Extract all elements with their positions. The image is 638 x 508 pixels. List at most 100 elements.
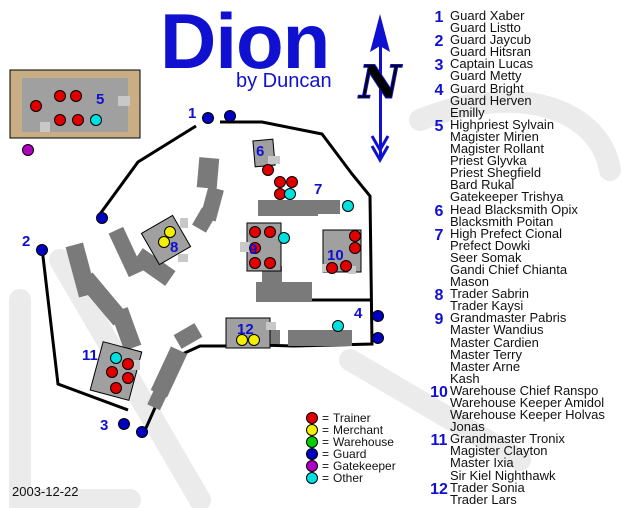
map-date: 2003-12-22 [12,484,79,499]
key-dot-icon [306,448,318,460]
npc-name: Priest Shegfield [450,165,542,181]
trainer-marker [249,242,261,254]
map-label-12: 12 [237,321,254,338]
npc-group-number: 5 [434,117,444,135]
npc-name: Guard Listto [450,20,521,36]
npc-name: Prefect Dowki [450,237,531,253]
trainer-marker [30,100,42,112]
trainer-marker [349,242,361,254]
npc-name: Head Blacksmith Opix [450,201,578,217]
map-label-11: 11 [82,347,98,364]
npc-group-number: 3 [434,57,444,75]
npc-name: Master Ixia [450,455,514,471]
key-dot-icon [306,436,318,448]
npc-name: Master Wandius [450,322,544,338]
npc-group-number: 10 [430,383,448,401]
npc-name: High Prefect Cional [450,225,562,241]
key-equals: = [322,447,330,461]
npc-name: Master Cardien [450,334,539,350]
npc-name: Highpriest Sylvain [450,116,555,132]
key-row: =Other [306,471,396,485]
key-equals: = [322,471,330,485]
other-marker [342,200,354,212]
gatekeeper-marker [22,144,34,156]
map-byline: by Duncan [236,70,332,92]
npc-name: Gandi Chief Chianta [450,261,568,277]
guard-marker [96,212,108,224]
npc-name: Master Arne [450,358,521,374]
trainer-marker [274,188,286,200]
key-dot-icon [306,472,318,484]
npc-name: Grandmaster Pabris [450,310,567,326]
map-label-6: 6 [256,143,264,160]
npc-name: Captain Lucas [450,56,534,72]
compass-letter: N [357,55,403,109]
trainer-marker [72,114,84,126]
key-label: Merchant [333,423,384,437]
npc-name: Blacksmith Poitan [450,213,554,229]
trainer-marker [122,372,134,384]
npc-name: Guard Jaycub [450,32,531,48]
trainer-marker [110,382,122,394]
npc-group-number: 2 [434,33,444,51]
trainer-marker [349,230,361,242]
buildings [65,157,352,411]
map-label-9: 9 [249,241,257,258]
npc-name: Guard Hitsran [450,44,531,60]
npc-name: Master Terry [450,346,522,362]
npc-name: Magister Mirien [450,128,539,144]
trainer-marker [54,90,66,102]
npc-name: Bard Rukal [450,177,515,193]
key-label: Warehouse [333,435,394,449]
npc-group-number: 12 [430,480,448,498]
npc-group-number: 11 [430,432,448,450]
npc-name: Magister Clayton [450,443,548,459]
npc-name: Guard Bright [450,80,524,96]
key-equals: = [322,459,330,473]
marker-key: =Trainer=Merchant=Warehouse=Guard=Gateke… [306,411,396,485]
merchant-marker [158,236,170,248]
key-row: =Trainer [306,411,396,425]
key-label: Other [333,471,364,485]
trainer-marker [249,226,261,238]
merchant-marker [248,334,260,346]
trainer-marker [249,257,261,269]
map-label-5: 5 [96,91,104,108]
other-marker [110,352,122,364]
map-title: Dion [160,0,330,85]
key-label: Gatekeeper [333,459,396,473]
guard-marker [372,310,384,322]
other-marker [278,232,290,244]
key-dot-icon [306,412,318,424]
north-arrow-icon: N [356,14,403,164]
npc-group-number: 1 [434,9,444,26]
map-label-2: 2 [22,233,30,250]
key-row: =Merchant [306,423,396,437]
guard-marker [118,418,130,430]
map-label-4: 4 [354,305,363,322]
guard-marker [136,426,148,438]
key-label: Trainer [333,411,371,425]
npc-name: Grandmaster Tronix [450,431,565,447]
key-dot-icon [306,460,318,472]
other-marker [332,320,344,332]
npc-name: Trader Lars [450,491,517,507]
npc-markers [22,90,384,438]
trainer-marker [122,358,134,370]
npc-group-number: 9 [434,311,444,329]
key-dot-icon [306,424,318,436]
key-equals: = [322,435,330,449]
map-label-7: 7 [314,181,322,198]
